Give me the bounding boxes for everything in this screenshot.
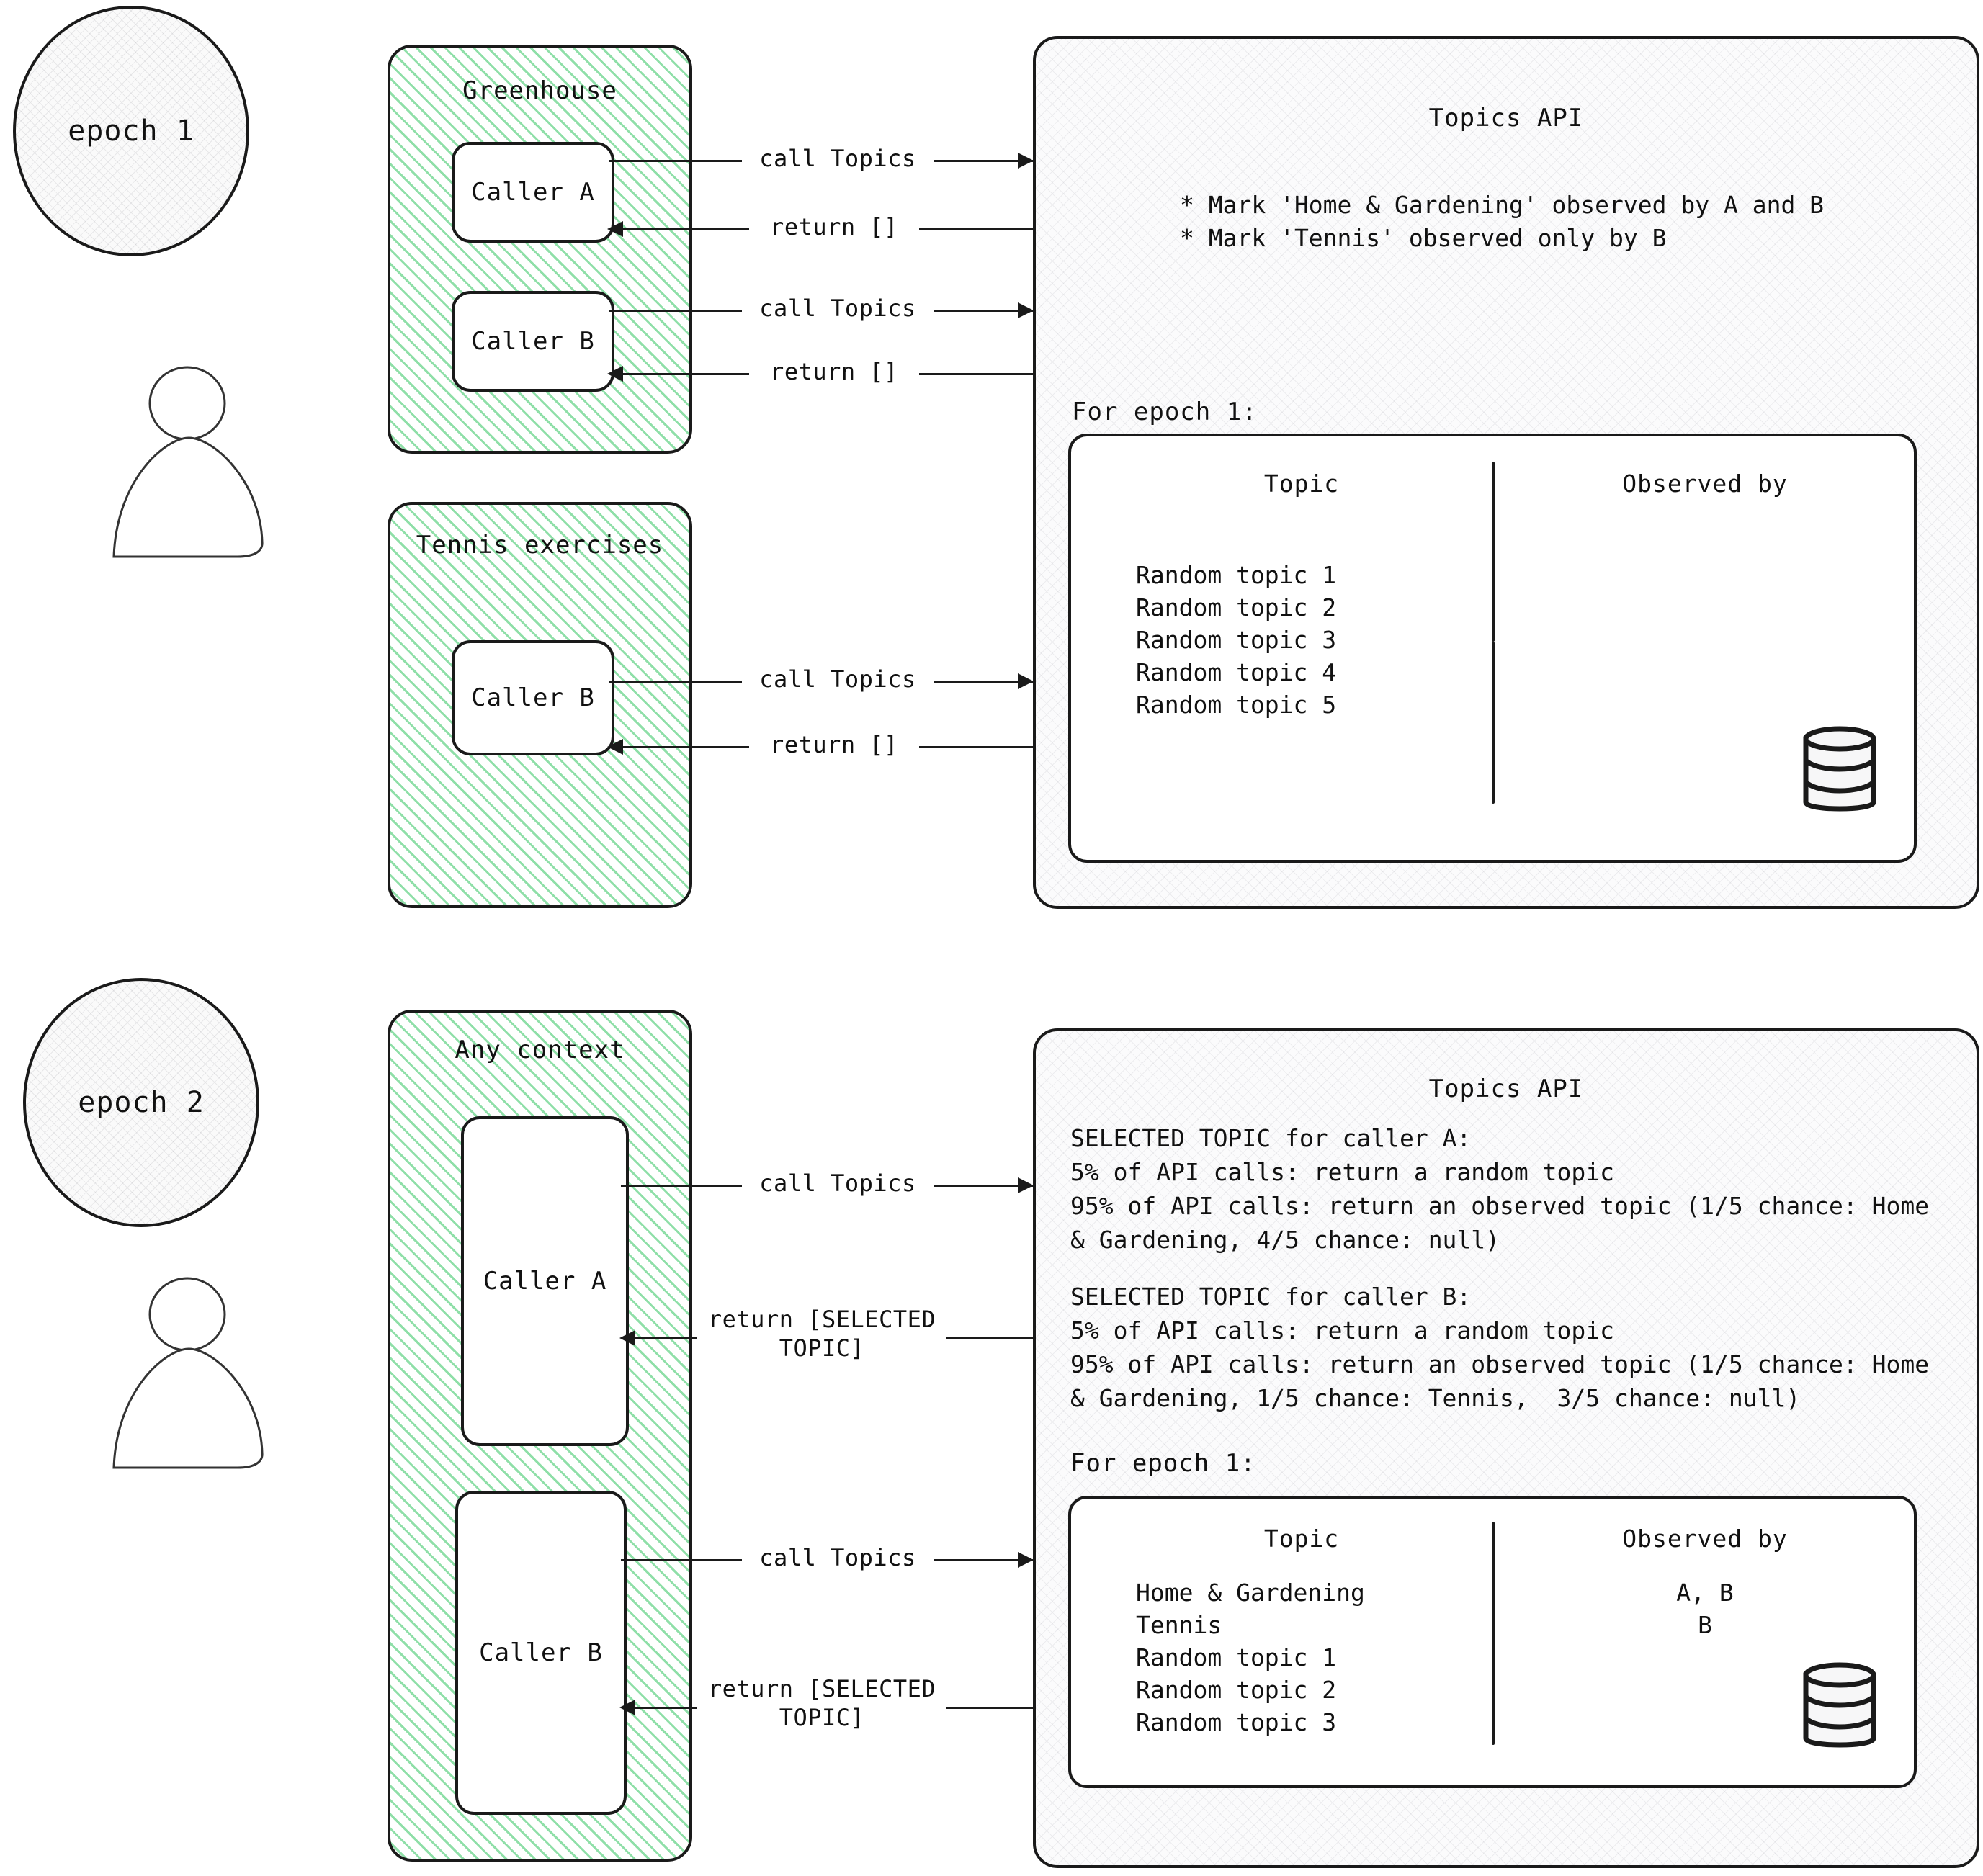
topics-api-panel-epoch1[interactable]: Topics API * Mark 'Home & Gardening' obs…	[1033, 36, 1979, 909]
epoch2-table-divider	[1492, 1522, 1495, 1745]
arrow-label-call-a1: call Topics	[742, 144, 934, 173]
epoch2-observed-cells: A, B B	[1676, 1579, 1734, 1639]
arrow-label-call-a2: call Topics	[742, 1169, 934, 1198]
arrow-head-call-b1	[1018, 302, 1034, 318]
epoch-1-ellipse: epoch 1	[13, 6, 249, 256]
caller-b-tennis[interactable]: Caller B	[452, 640, 614, 755]
topics-api-paragraph-caller-a: SELECTED TOPIC for caller A: 5% of API c…	[1070, 1124, 1930, 1254]
context-any-context-title: Any context	[455, 1036, 625, 1064]
arrow-label-call-bt: call Topics	[742, 665, 934, 694]
caller-b-greenhouse[interactable]: Caller B	[452, 291, 614, 392]
epoch-2-ellipse: epoch 2	[23, 978, 259, 1227]
epoch1-topics-table: Topic Observed by Random topic 1 Random …	[1068, 434, 1917, 863]
arrow-label-return-bt: return []	[749, 730, 919, 759]
epoch2-col-head-observed: Observed by	[1622, 1525, 1788, 1553]
epoch1-col-head-topic: Topic	[1263, 470, 1340, 498]
user-actor-icon	[112, 1277, 264, 1469]
arrow-label-call-b2: call Topics	[742, 1543, 934, 1572]
arrow-head-return-a2	[619, 1330, 635, 1346]
arrow-label-call-b1: call Topics	[742, 294, 934, 323]
epoch2-database-icon	[1800, 1661, 1879, 1757]
caller-a-any-context-label: Caller A	[483, 1267, 607, 1296]
caller-a-greenhouse[interactable]: Caller A	[452, 142, 614, 243]
epoch1-table-divider-2	[1492, 642, 1495, 804]
epoch1-database-icon	[1800, 724, 1879, 821]
epoch-2-label: epoch 2	[78, 1086, 205, 1119]
caller-b-tennis-label: Caller B	[471, 683, 595, 712]
arrow-label-return-b2: return [SELECTED TOPIC]	[697, 1674, 946, 1732]
database-cylinder-icon	[1803, 1662, 1876, 1748]
arrow-head-return-bt	[607, 739, 623, 755]
epoch1-topic-cells: Random topic 1 Random topic 2 Random top…	[1136, 561, 1337, 719]
arrow-head-call-a1	[1018, 153, 1034, 169]
topics-api-bullets-1: * Mark 'Home & Gardening' observed by A …	[1180, 191, 1825, 252]
arrow-head-return-a1	[607, 221, 623, 237]
caller-b-any-context[interactable]: Caller B	[455, 1491, 627, 1815]
epoch2-topics-table: Topic Observed by Home & Gardening Tenni…	[1068, 1496, 1917, 1788]
for-epoch-label-2: For epoch 1:	[1070, 1449, 1256, 1478]
arrow-head-return-b1	[607, 366, 623, 382]
context-greenhouse-title: Greenhouse	[462, 76, 617, 105]
context-greenhouse[interactable]: Greenhouse	[388, 45, 692, 454]
caller-b-greenhouse-label: Caller B	[471, 327, 595, 356]
caller-a-greenhouse-label: Caller A	[471, 178, 595, 207]
arrow-label-return-a2: return [SELECTED TOPIC]	[697, 1305, 946, 1363]
arrow-head-call-b2	[1018, 1552, 1034, 1568]
arrow-label-return-b1: return []	[749, 357, 919, 386]
topics-api-title-1: Topics API	[1428, 104, 1584, 133]
caller-a-any-context[interactable]: Caller A	[461, 1116, 629, 1446]
epoch-2-actor	[108, 1275, 274, 1473]
epoch2-col-head-topic: Topic	[1263, 1525, 1340, 1553]
epoch-1-actor	[108, 364, 274, 562]
context-tennis-title: Tennis exercises	[416, 531, 664, 560]
caller-b-any-context-label: Caller B	[479, 1638, 603, 1667]
topics-api-paragraph-caller-b: SELECTED TOPIC for caller B: 5% of API c…	[1070, 1283, 1930, 1412]
epoch2-topic-cells: Home & Gardening Tennis Random topic 1 R…	[1136, 1579, 1365, 1736]
arrow-head-return-b2	[619, 1700, 635, 1715]
epoch1-col-head-observed: Observed by	[1622, 470, 1788, 498]
topics-api-title-2: Topics API	[1428, 1074, 1584, 1103]
arrow-head-call-bt	[1018, 673, 1034, 689]
arrow-label-return-a1: return []	[749, 212, 919, 241]
epoch1-table-divider	[1492, 462, 1495, 642]
user-actor-icon	[112, 366, 264, 558]
for-epoch-label-1: For epoch 1:	[1072, 398, 1258, 426]
database-cylinder-icon	[1803, 726, 1876, 812]
epoch-1-label: epoch 1	[68, 115, 194, 148]
arrow-head-call-a2	[1018, 1177, 1034, 1193]
topics-api-panel-epoch2[interactable]: Topics API SELECTED TOPIC for caller A: …	[1033, 1028, 1979, 1868]
